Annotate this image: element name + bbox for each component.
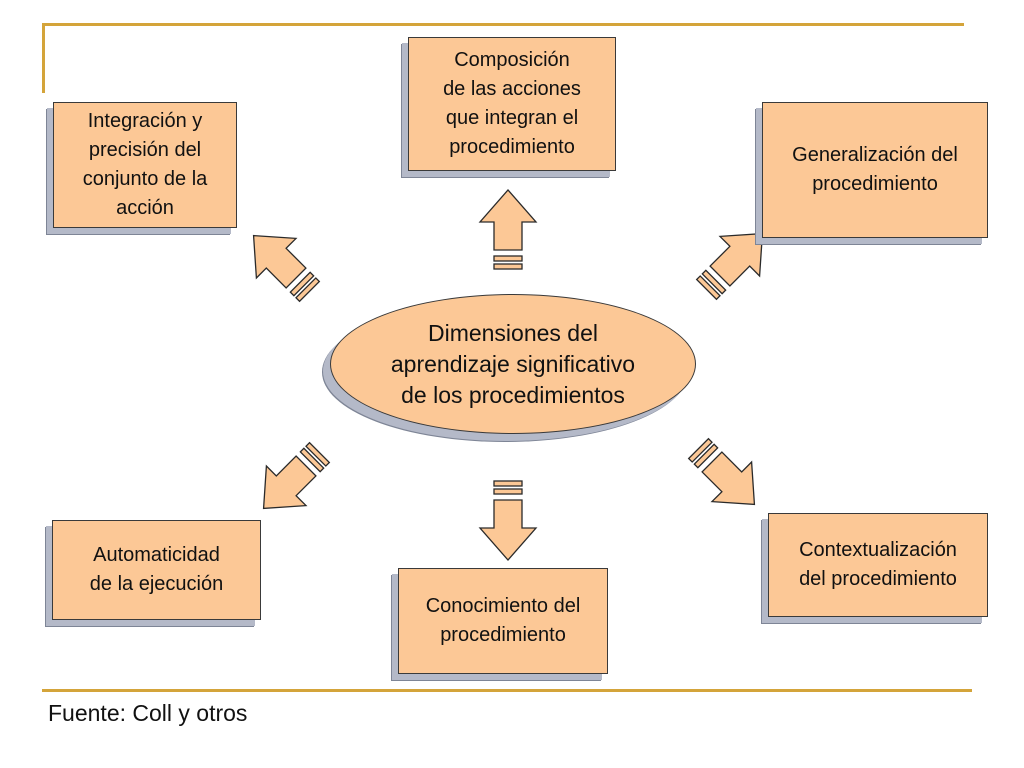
- top-rule: [42, 23, 964, 26]
- arrow-upper-left: [233, 215, 330, 312]
- box-composicion: Composición de las acciones que integran…: [408, 37, 616, 171]
- arrow-up: [479, 189, 537, 270]
- arrow-down: [479, 480, 537, 561]
- arrow-lower-left: [243, 432, 340, 529]
- box-contextualizacion: Contextualización del procedimiento: [768, 513, 988, 617]
- box-automaticidad: Automaticidad de la ejecución: [52, 520, 261, 620]
- box-generalizacion: Generalización del procedimiento: [762, 102, 988, 238]
- box-integracion: Integración y precisión del conjunto de …: [53, 102, 237, 228]
- left-rule: [42, 23, 45, 93]
- arrow-lower-right: [678, 428, 775, 525]
- bottom-rule: [42, 689, 972, 692]
- center-ellipse: Dimensiones del aprendizaje significativ…: [330, 294, 696, 434]
- box-conocimiento: Conocimiento del procedimiento: [398, 568, 608, 674]
- source-caption: Fuente: Coll y otros: [48, 700, 248, 726]
